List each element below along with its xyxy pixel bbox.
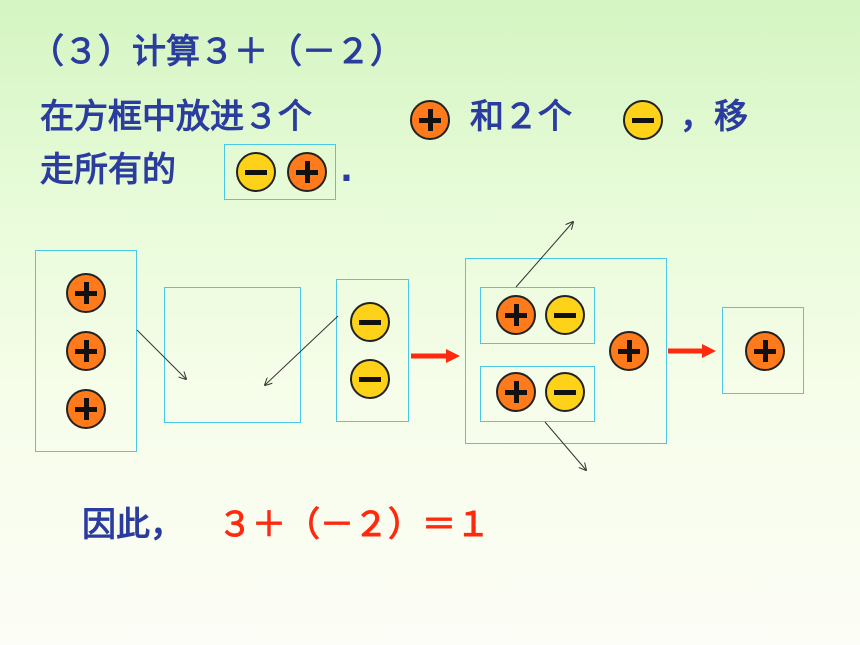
minus-chip-icon xyxy=(545,372,585,412)
minus-source-box xyxy=(336,279,409,422)
problem-title: （３）计算３＋（－２） xyxy=(30,32,404,72)
instruction-part5: . xyxy=(340,150,353,190)
plus-chip-icon xyxy=(496,372,536,412)
arrow-icon xyxy=(136,329,186,379)
combined-box xyxy=(465,258,667,444)
conclusion-label: 因此， xyxy=(82,505,184,545)
plus-chip-icon xyxy=(496,295,536,335)
conclusion-equation: ３＋（－２）＝１ xyxy=(218,505,490,545)
plus-chip-icon xyxy=(66,389,106,429)
plus-chip-icon xyxy=(609,331,649,371)
example-pair-box xyxy=(224,144,336,200)
arrow-icon xyxy=(544,421,586,470)
zero-pair-box-top xyxy=(480,287,595,344)
instruction-part2: 和２个 xyxy=(470,97,572,137)
plus-chip-icon xyxy=(745,331,785,371)
plus-source-box xyxy=(35,250,137,452)
arrow-icon xyxy=(265,315,339,385)
minus-chip-icon xyxy=(236,152,276,192)
empty-box xyxy=(164,287,301,423)
zero-pair-box-bottom xyxy=(480,366,595,422)
instruction-part3: ，移 xyxy=(680,97,748,137)
minus-chip-icon xyxy=(350,302,390,342)
instruction-part1: 在方框中放进３个 xyxy=(40,97,312,137)
plus-chip-icon xyxy=(287,152,327,192)
result-box xyxy=(722,307,804,394)
minus-chip-icon xyxy=(545,295,585,335)
instruction-part4: 走所有的 xyxy=(40,150,176,190)
plus-chip-icon xyxy=(410,100,450,140)
plus-chip-icon xyxy=(66,273,106,313)
minus-chip-icon xyxy=(350,359,390,399)
plus-chip-icon xyxy=(66,331,106,371)
arrow-icon xyxy=(515,222,573,288)
minus-chip-icon xyxy=(623,100,663,140)
